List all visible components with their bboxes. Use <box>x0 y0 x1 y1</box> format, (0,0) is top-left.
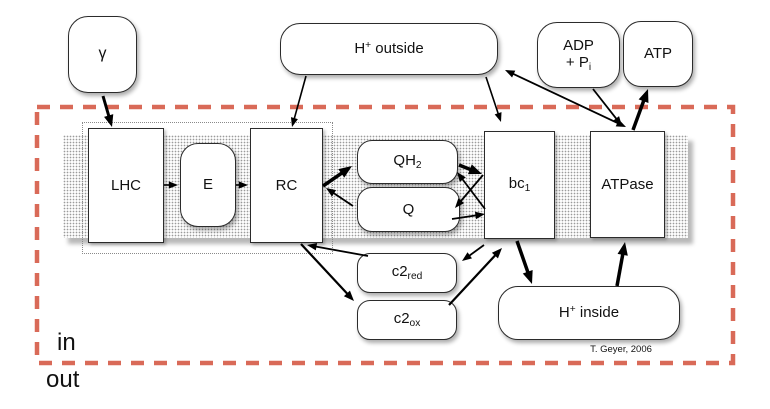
bc1-box: bc1 <box>484 131 555 239</box>
adp-pi-label: ADP+ Pi <box>563 37 594 74</box>
h-inside-label-main: H <box>558 304 570 322</box>
arrow-bc1-to-h_inside <box>515 240 533 284</box>
c2ox-label-main: c2 <box>393 310 410 328</box>
atp-label: ATP <box>643 45 673 63</box>
adp-pi-label-line2: + P <box>565 53 589 71</box>
adp-pi-box: ADP+ Pi <box>537 22 620 88</box>
c2red-label-sub: red <box>407 271 423 283</box>
credit-text: T. Geyer, 2006 <box>590 344 652 355</box>
qh2-box: QH2 <box>357 140 458 184</box>
h-inside-label: H+ inside <box>559 304 619 321</box>
arrow-bc1-to-c2red <box>462 244 485 261</box>
h-outside-label-rest: outside <box>371 40 424 58</box>
h-outside-label: H+ outside <box>354 40 423 57</box>
c2ox-box: c2ox <box>357 300 457 340</box>
atp-box: ATP <box>623 21 693 87</box>
qh2-label-main: QH <box>393 152 416 170</box>
adp-pi-label-line2-sub: i <box>588 61 592 73</box>
rc-label: RC <box>275 176 298 194</box>
c2red-box: c2red <box>357 253 457 293</box>
e-box: E <box>180 143 236 227</box>
h-inside-box: H+ inside <box>498 286 680 340</box>
adp-pi-label-line1: ADP <box>563 36 594 54</box>
atpase-box: ATPase <box>590 131 665 238</box>
h-inside-label-rest: inside <box>575 304 620 322</box>
h-outside-label-sup: + <box>365 40 372 52</box>
arrow-h_outside-to-bc1 <box>485 76 502 122</box>
c2ox-label: c2ox <box>394 310 421 330</box>
qh2-label-sub: 2 <box>415 160 422 172</box>
arrow-h_outside-to-rc <box>290 75 307 127</box>
c2red-label: c2red <box>392 263 423 283</box>
qh2-label: QH2 <box>393 152 421 172</box>
bc1-label-main: bc <box>508 175 525 193</box>
gamma-photon-label: γ <box>98 45 107 63</box>
e-label: E <box>202 176 213 194</box>
h-outside-box: H+ outside <box>280 23 498 75</box>
arrow-h_inside-to-atpase <box>615 242 628 287</box>
bc1-label-sub: 1 <box>524 183 531 195</box>
region-label-out: out <box>46 366 80 393</box>
h-outside-label-main: H <box>354 40 366 58</box>
c2ox-label-sub: ox <box>409 318 421 330</box>
atpase-label: ATPase <box>601 175 654 193</box>
arrow-atpase-to-atp <box>631 89 649 131</box>
q-box: Q <box>357 187 460 232</box>
lhc-label: LHC <box>110 176 141 194</box>
region-label-in: in <box>57 329 76 356</box>
lhc-box: LHC <box>88 128 164 243</box>
c2red-label-main: c2 <box>391 263 408 281</box>
q-label: Q <box>402 200 415 218</box>
gamma-photon-box: γ <box>68 16 137 93</box>
rc-box: RC <box>250 128 323 243</box>
arrow-adp_pi-to-atpase <box>592 88 622 126</box>
bc1-label: bc1 <box>509 175 531 195</box>
